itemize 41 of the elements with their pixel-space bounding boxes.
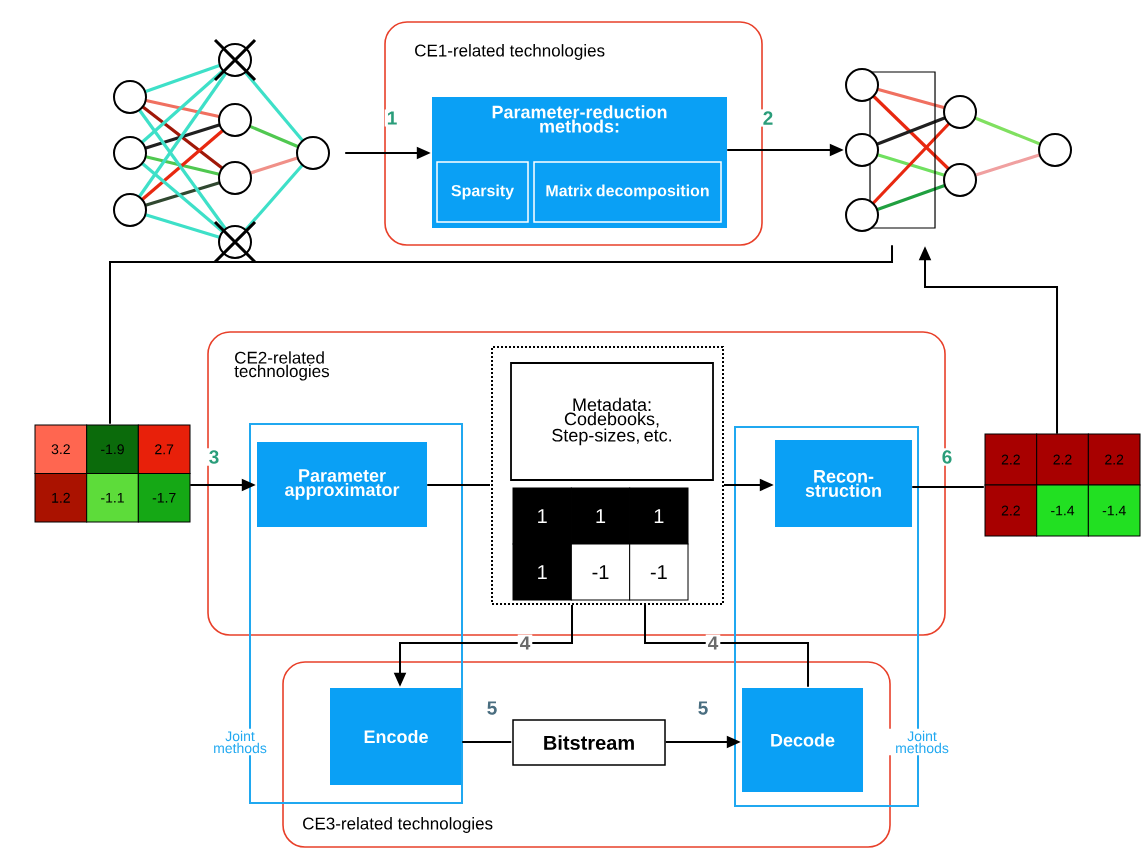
metadata-box: Metadata: Codebooks, Step-sizes, etc. [510,362,714,481]
matrix-cell: 2.2 [1036,433,1089,486]
connector-line [911,486,985,488]
step-number: 3 [206,448,222,466]
matrix-cell: 1 [570,487,631,545]
matrix-cell: -1.1 [86,473,139,523]
step-number: 2 [760,109,776,127]
step-number: 6 [939,448,955,466]
neural-network-drawing [113,38,330,264]
matrix-cell: 2.7 [137,424,191,474]
step-number: 5 [695,699,711,717]
matrix-cell: -1 [629,543,689,601]
method-box: Matrix decomposition [533,161,722,223]
connector-line [426,484,491,486]
matrix-cell: -1.4 [1087,484,1141,537]
matrix-cell: -1.9 [86,424,139,474]
dotted-frame [491,346,724,605]
neural-network-drawing [845,68,1072,232]
process-box: Decode [742,688,863,792]
bitstream-box: Bitstream [512,719,666,766]
matrix-cell: 2.2 [984,433,1038,486]
matrix-cell: 1.2 [34,473,88,523]
connector-line [644,604,809,688]
matrix-cell: 1 [512,543,572,601]
method-box: Sparsity [436,161,529,223]
step-number: 4 [517,634,533,652]
matrix-cell: 2.2 [1087,433,1141,486]
connector-line [109,244,893,425]
step-number: 5 [484,699,500,717]
matrix-cell: 3.2 [34,424,88,474]
process-box: Recon- struction [775,440,912,527]
matrix-cell: 1 [512,487,572,545]
step-number: 4 [705,634,721,652]
matrix-cell: -1.7 [137,473,191,523]
process-box: Parameter approximator [257,442,427,527]
matrix-cell: -1 [570,543,631,601]
matrix-cell: 1 [629,487,689,545]
matrix-cell: 2.2 [984,484,1038,537]
process-box: Encode [330,688,462,785]
connector-line [461,741,513,743]
matrix-cell: -1.4 [1036,484,1089,537]
